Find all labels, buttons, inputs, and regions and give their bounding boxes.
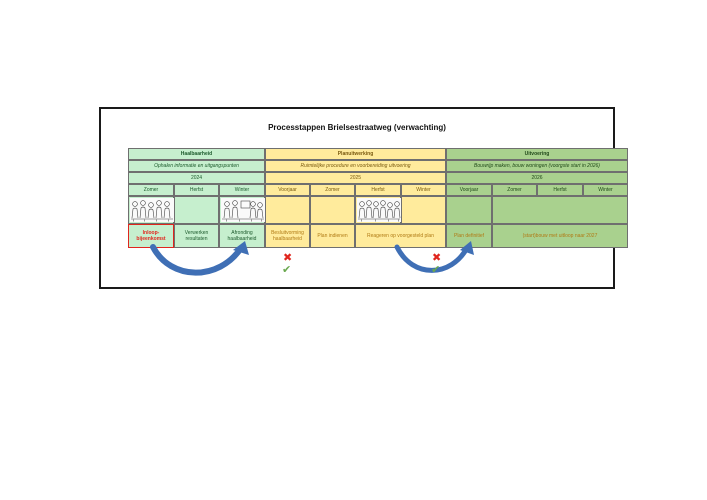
phase-description-uitvoering: Bouwrijp maken, bouw woningen (voorgste … bbox=[446, 160, 628, 172]
season-voorjaar-2025: Voorjaar bbox=[265, 184, 310, 196]
meeting-sketches bbox=[130, 198, 401, 222]
phase-description-haalbaarheid: Ophalen informatie en uitgangspunten bbox=[128, 160, 265, 172]
season-zomer-2026: Zomer bbox=[492, 184, 537, 196]
season-voorjaar-2026: Voorjaar bbox=[446, 184, 492, 196]
diagram-title: Processtappen Brielsestraatweg (verwacht… bbox=[268, 123, 446, 132]
cell-illustration-5 bbox=[310, 196, 355, 224]
phase-description-planuitwerking: Ruimtelijke procedure en voorbereiding u… bbox=[265, 160, 446, 172]
season-zomer-2025: Zomer bbox=[310, 184, 355, 196]
season-herfst-2024: Herfst bbox=[174, 184, 219, 196]
check-icon: ✔ bbox=[282, 264, 292, 276]
cell-illustration-2 bbox=[174, 196, 219, 224]
process-diagram-frame: Processtappen Brielsestraatweg (verwacht… bbox=[99, 107, 628, 289]
meeting-sketch-2 bbox=[221, 198, 265, 222]
phase-header-planuitwerking: Planuitwerking bbox=[265, 148, 446, 160]
season-herfst-2026: Herfst bbox=[537, 184, 583, 196]
step-inloopbijeenkomst-label: Inloop-bijeenkomst bbox=[136, 230, 166, 242]
arrow-reageren-to-definitief bbox=[394, 244, 470, 273]
cross-icon-2: ✖ bbox=[432, 252, 442, 264]
season-winter-2025: Winter bbox=[401, 184, 446, 196]
year-2026: 2026 bbox=[446, 172, 628, 184]
cross-icon: ✖ bbox=[283, 252, 293, 264]
arrow-reageren-to-definitief-head bbox=[460, 241, 474, 255]
meeting-sketch-3 bbox=[357, 198, 401, 222]
cell-illustration-7 bbox=[401, 196, 446, 224]
year-2024: 2024 bbox=[128, 172, 265, 184]
step-plan-indienen: Plan indienen bbox=[310, 224, 355, 248]
cell-illustration-4 bbox=[265, 196, 310, 224]
arrow-inloop-to-afronding-head bbox=[233, 241, 249, 255]
year-2025: 2025 bbox=[265, 172, 446, 184]
cell-illustration-9 bbox=[492, 196, 628, 224]
check-icon-2: ✔ bbox=[431, 264, 441, 276]
step-verwerken-resultaten: Verwerken resultaten bbox=[174, 224, 219, 248]
phase-header-haalbaarheid: Haalbaarheid bbox=[128, 148, 265, 160]
step-besluitvorming-haalbaarheid: Besluitvorming haalbaarheid bbox=[265, 224, 310, 248]
meeting-sketch-1 bbox=[130, 198, 174, 222]
season-winter-2026: Winter bbox=[583, 184, 628, 196]
arrow-inloop-to-afronding bbox=[150, 244, 244, 276]
season-winter-2024: Winter bbox=[219, 184, 265, 196]
phase-header-uitvoering: Uitvoering bbox=[446, 148, 628, 160]
cell-illustration-8 bbox=[446, 196, 492, 224]
season-zomer-2024: Zomer bbox=[128, 184, 174, 196]
season-herfst-2025: Herfst bbox=[355, 184, 401, 196]
step-reageren-op-voorgesteld-plan: Reageren op voorgesteld plan bbox=[355, 224, 446, 248]
arrows-layer bbox=[150, 241, 474, 276]
step-startbouw: (start)bouw met uitloop naar 2027 bbox=[492, 224, 628, 248]
